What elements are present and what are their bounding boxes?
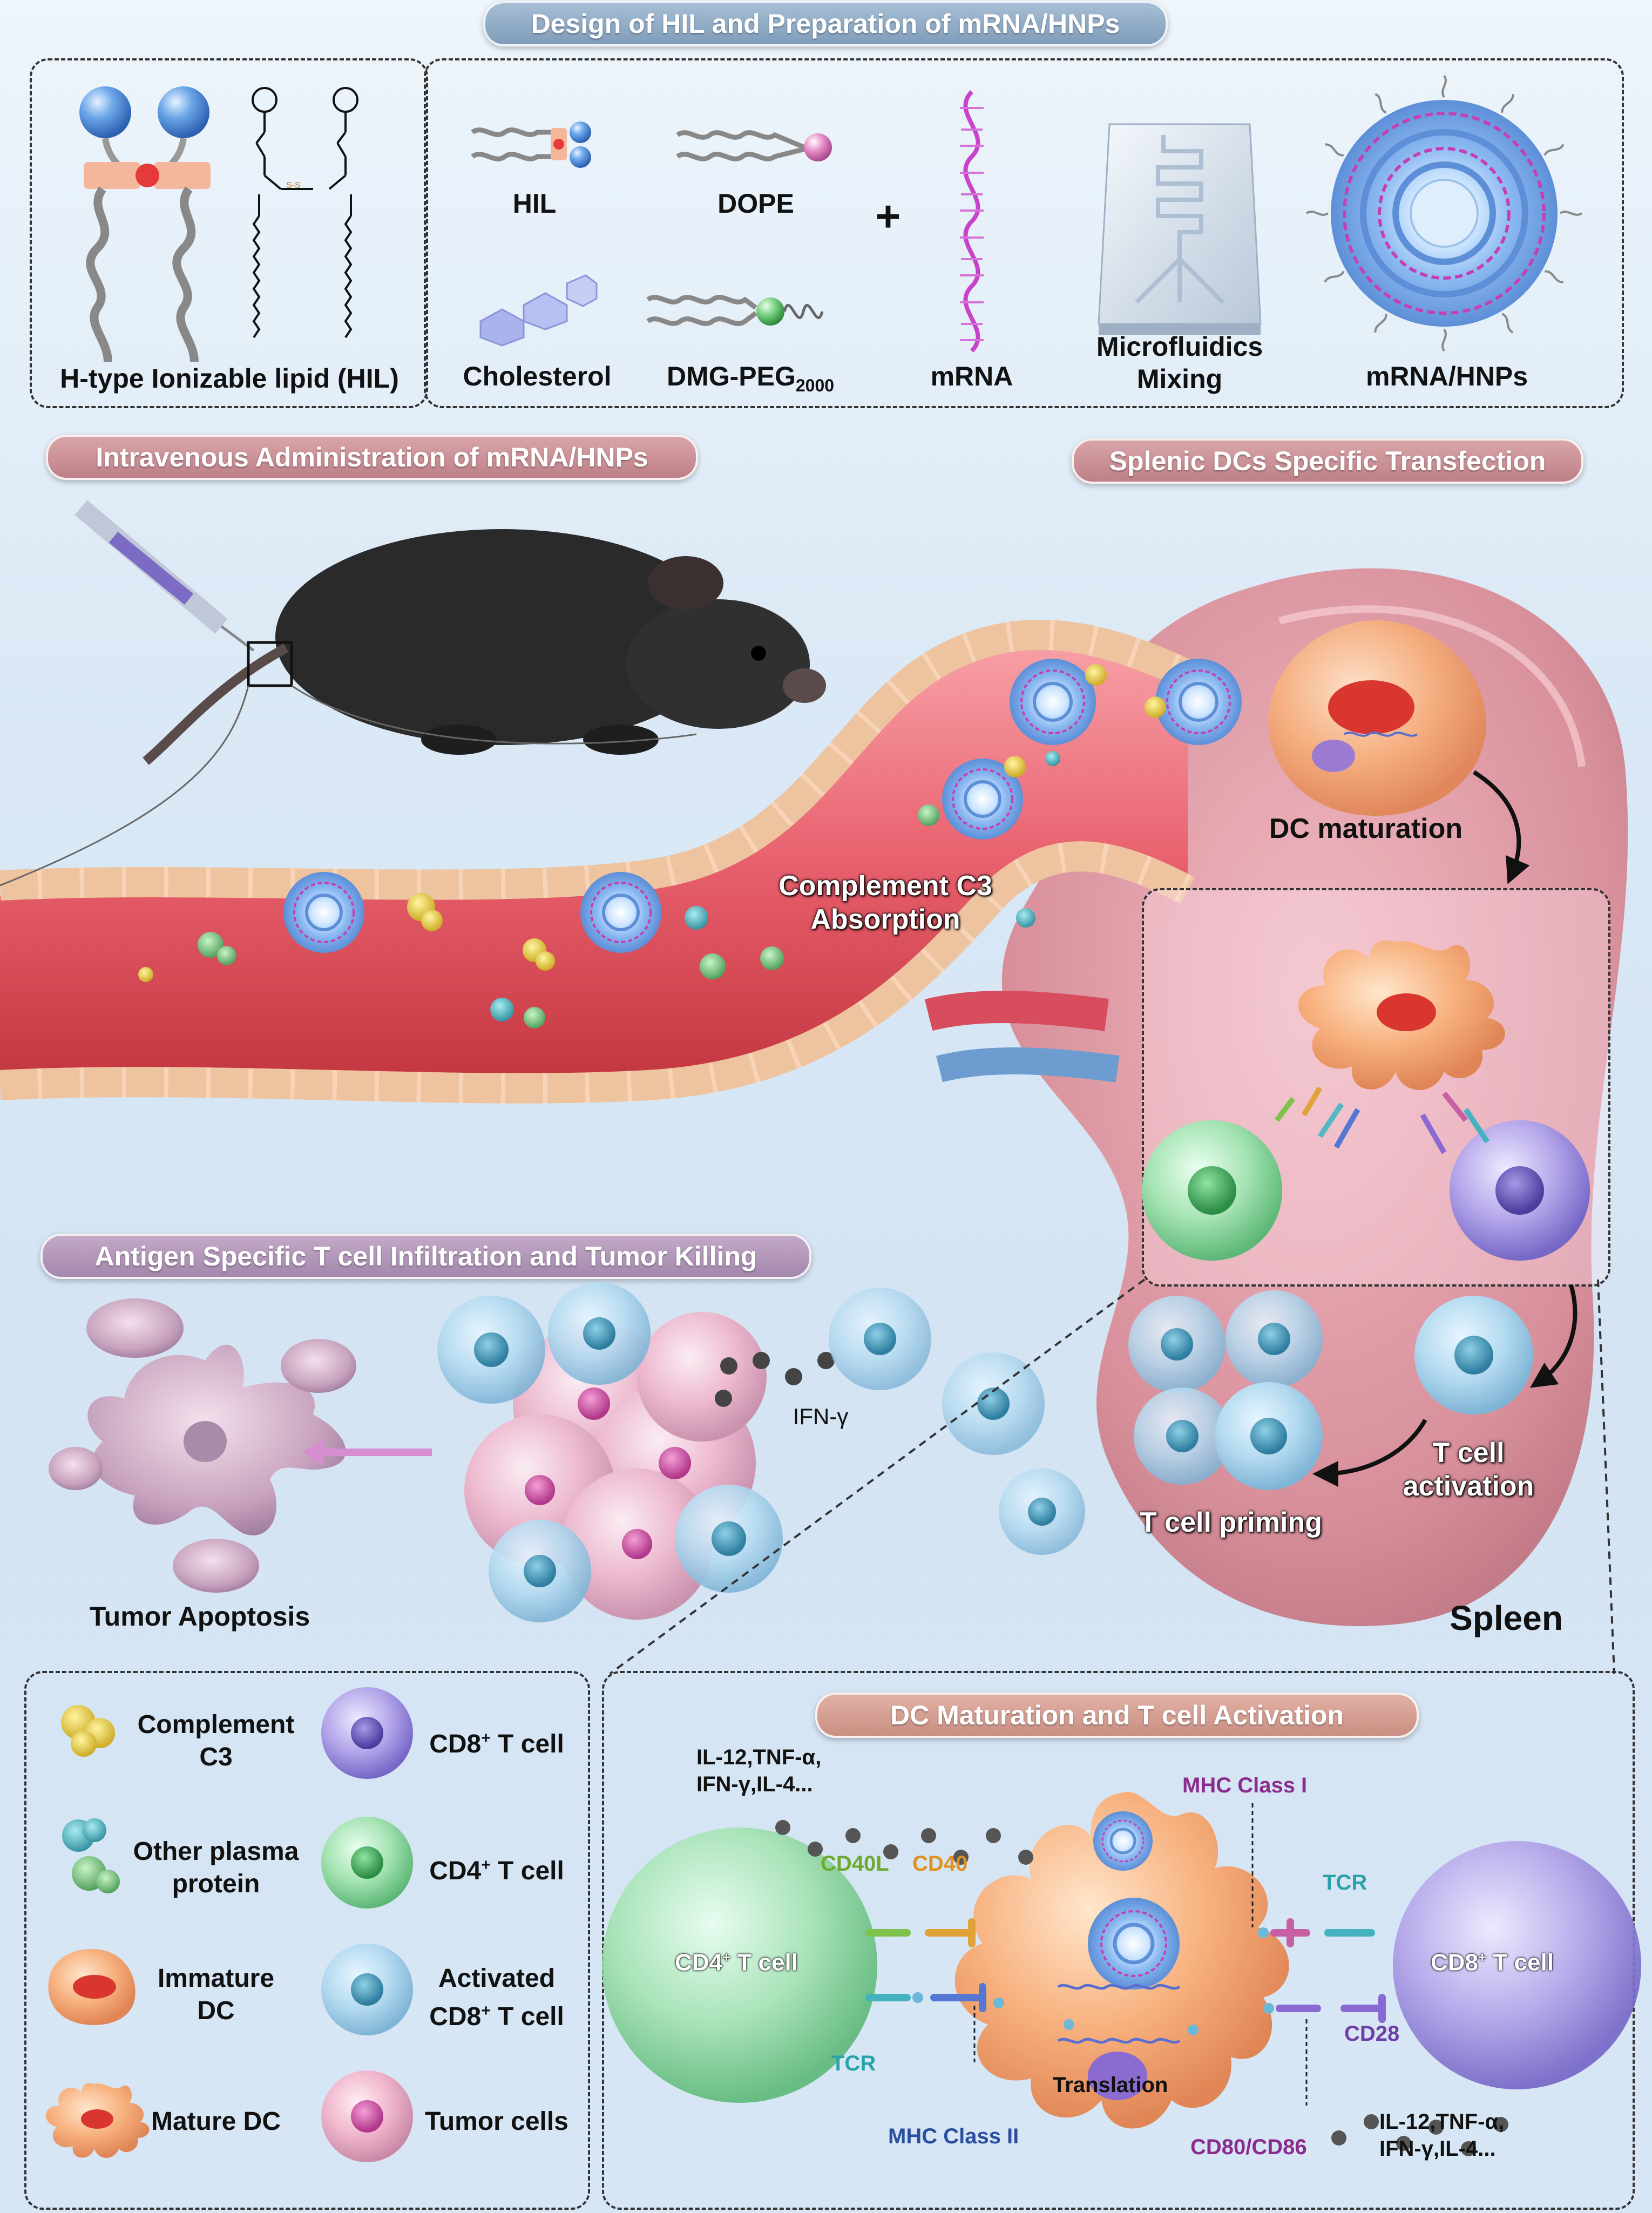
splenic-header: Splenic DCs Specific Transfection (1072, 438, 1583, 484)
circulating-nanoparticles (138, 659, 1242, 1028)
hil-headgroup-icon (158, 86, 209, 138)
nanoparticle-icon (1155, 659, 1242, 745)
legend-immature-dc-icon (48, 1949, 136, 2025)
nanoparticle-icon (942, 759, 1023, 840)
iv-header: Intravenous Administration of mRNA/HNPs (46, 435, 698, 480)
dc-maturation-header: DC Maturation and T cell Activation (815, 1693, 1419, 1738)
cytokines-top-label: IL-12,TNF-α,IFN-γ,IL-4... (696, 1745, 822, 1796)
legend-complement-c3-icon (61, 1705, 115, 1757)
tcr-right-label: TCR (1323, 1871, 1367, 1894)
plus-sign: + (875, 192, 901, 240)
dc-maturation-arrow (1472, 770, 1530, 884)
mrna-hnps-label: mRNA/HNPs (1365, 361, 1528, 391)
spleen-t-cells (1128, 1290, 1533, 1490)
cd28-label: CD28 (1344, 2022, 1400, 2046)
cd80-cd86-label: CD80/CD86 (1190, 2135, 1307, 2159)
antigen-header: Antigen Specific T cell Infiltration and… (40, 1234, 811, 1279)
legend-activated-cd8-label: Activated CD8+ T cell (429, 1964, 564, 2031)
blood-vessel (0, 619, 1195, 1104)
cd40-label: CD40 (912, 1852, 968, 1876)
cytokines-bottom-label: IL-12,TNF-α,IFN-γ,IL-4... (1379, 2110, 1505, 2161)
hil-box (30, 58, 428, 408)
nanoparticle-icon (283, 872, 364, 953)
translation-label: Translation (1053, 2073, 1168, 2097)
hil-lipid-icon (471, 121, 591, 168)
cd8-cell-label: CD8+ T cell (1431, 1949, 1554, 1976)
migrating-t-cells (829, 1288, 1085, 1555)
hil-3d-model: S-S (79, 86, 358, 362)
legend-box (24, 1671, 590, 2210)
tumor-apoptosis-label: Tumor Apoptosis (89, 1601, 310, 1632)
apoptosis-arrow (302, 1439, 432, 1466)
dmg-peg-icon (646, 295, 824, 326)
plasma-protein-icon (198, 751, 1060, 1028)
mrna-hnp-nanoparticle-icon (1305, 75, 1583, 352)
tumor-apoptosis-illustration (49, 1298, 356, 1593)
tumor-mass (437, 1282, 783, 1622)
dope-lipid-icon (676, 130, 832, 161)
legend-mature-dc-icon (45, 2083, 150, 2158)
complement-c3-icon (138, 664, 1166, 982)
legend-cd8-t-cell-icon (321, 1687, 413, 1779)
hil-label: H-type Ionizable lipid (HIL) (60, 363, 399, 394)
legend-tumor-cells-icon (321, 2070, 413, 2162)
cd4-cell-label: CD4+ T cell (675, 1949, 798, 1976)
legend-activated-cd8-icon (321, 1944, 413, 2035)
mhc-class-i-label: MHC Class I (1182, 1774, 1308, 1797)
mhc-class-ii-label: MHC Class II (888, 2124, 1019, 2148)
nanoparticle-icon (580, 872, 661, 953)
mrna-strand-icon (960, 90, 984, 353)
t-cell-priming-label: T cell priming (1139, 1507, 1323, 1538)
formulation-box (424, 58, 1624, 408)
tcr-left-label: TCR (831, 2052, 876, 2075)
mature-dc-interaction (1142, 940, 1590, 1261)
dope-label: DOPE (717, 188, 794, 219)
t-cell-activation-arrow (1530, 1284, 1577, 1388)
mouse-illustration (0, 500, 826, 886)
svg-text:S-S: S-S (286, 181, 301, 190)
legend-mature-dc-label: Mature DC (151, 2107, 281, 2136)
dmg-peg-label: DMG-PEG2000 (666, 361, 835, 395)
legend-tumor-cells-label: Tumor cells (425, 2107, 568, 2136)
cholesterol-icon (479, 274, 598, 347)
dc-tcell-synapse (602, 1792, 1641, 2156)
mrna-label: mRNA (930, 361, 1013, 391)
legend-cd4-t-cell-icon (321, 1817, 413, 1909)
nanoparticle-icon (1010, 659, 1096, 745)
spleen-label: Spleen (1450, 1599, 1563, 1637)
hil-component-label: HIL (512, 188, 557, 219)
hil-headgroup-icon (79, 86, 131, 138)
cholesterol-label: Cholesterol (463, 361, 612, 391)
design-header: Design of HIL and Preparation of mRNA/HN… (483, 1, 1168, 46)
microfluidic-chip-icon (1098, 123, 1262, 335)
legend-plasma-protein-icon (62, 1818, 120, 1893)
legend-cd8-t-cell-label: CD8+ T cell (429, 1729, 564, 1758)
legend-cd4-t-cell-label: CD4+ T cell (429, 1856, 564, 1885)
cd40l-label: CD40L (821, 1852, 889, 1876)
immature-dc-cell (1268, 620, 1487, 816)
dc-maturation-label: DC maturation (1269, 813, 1463, 844)
